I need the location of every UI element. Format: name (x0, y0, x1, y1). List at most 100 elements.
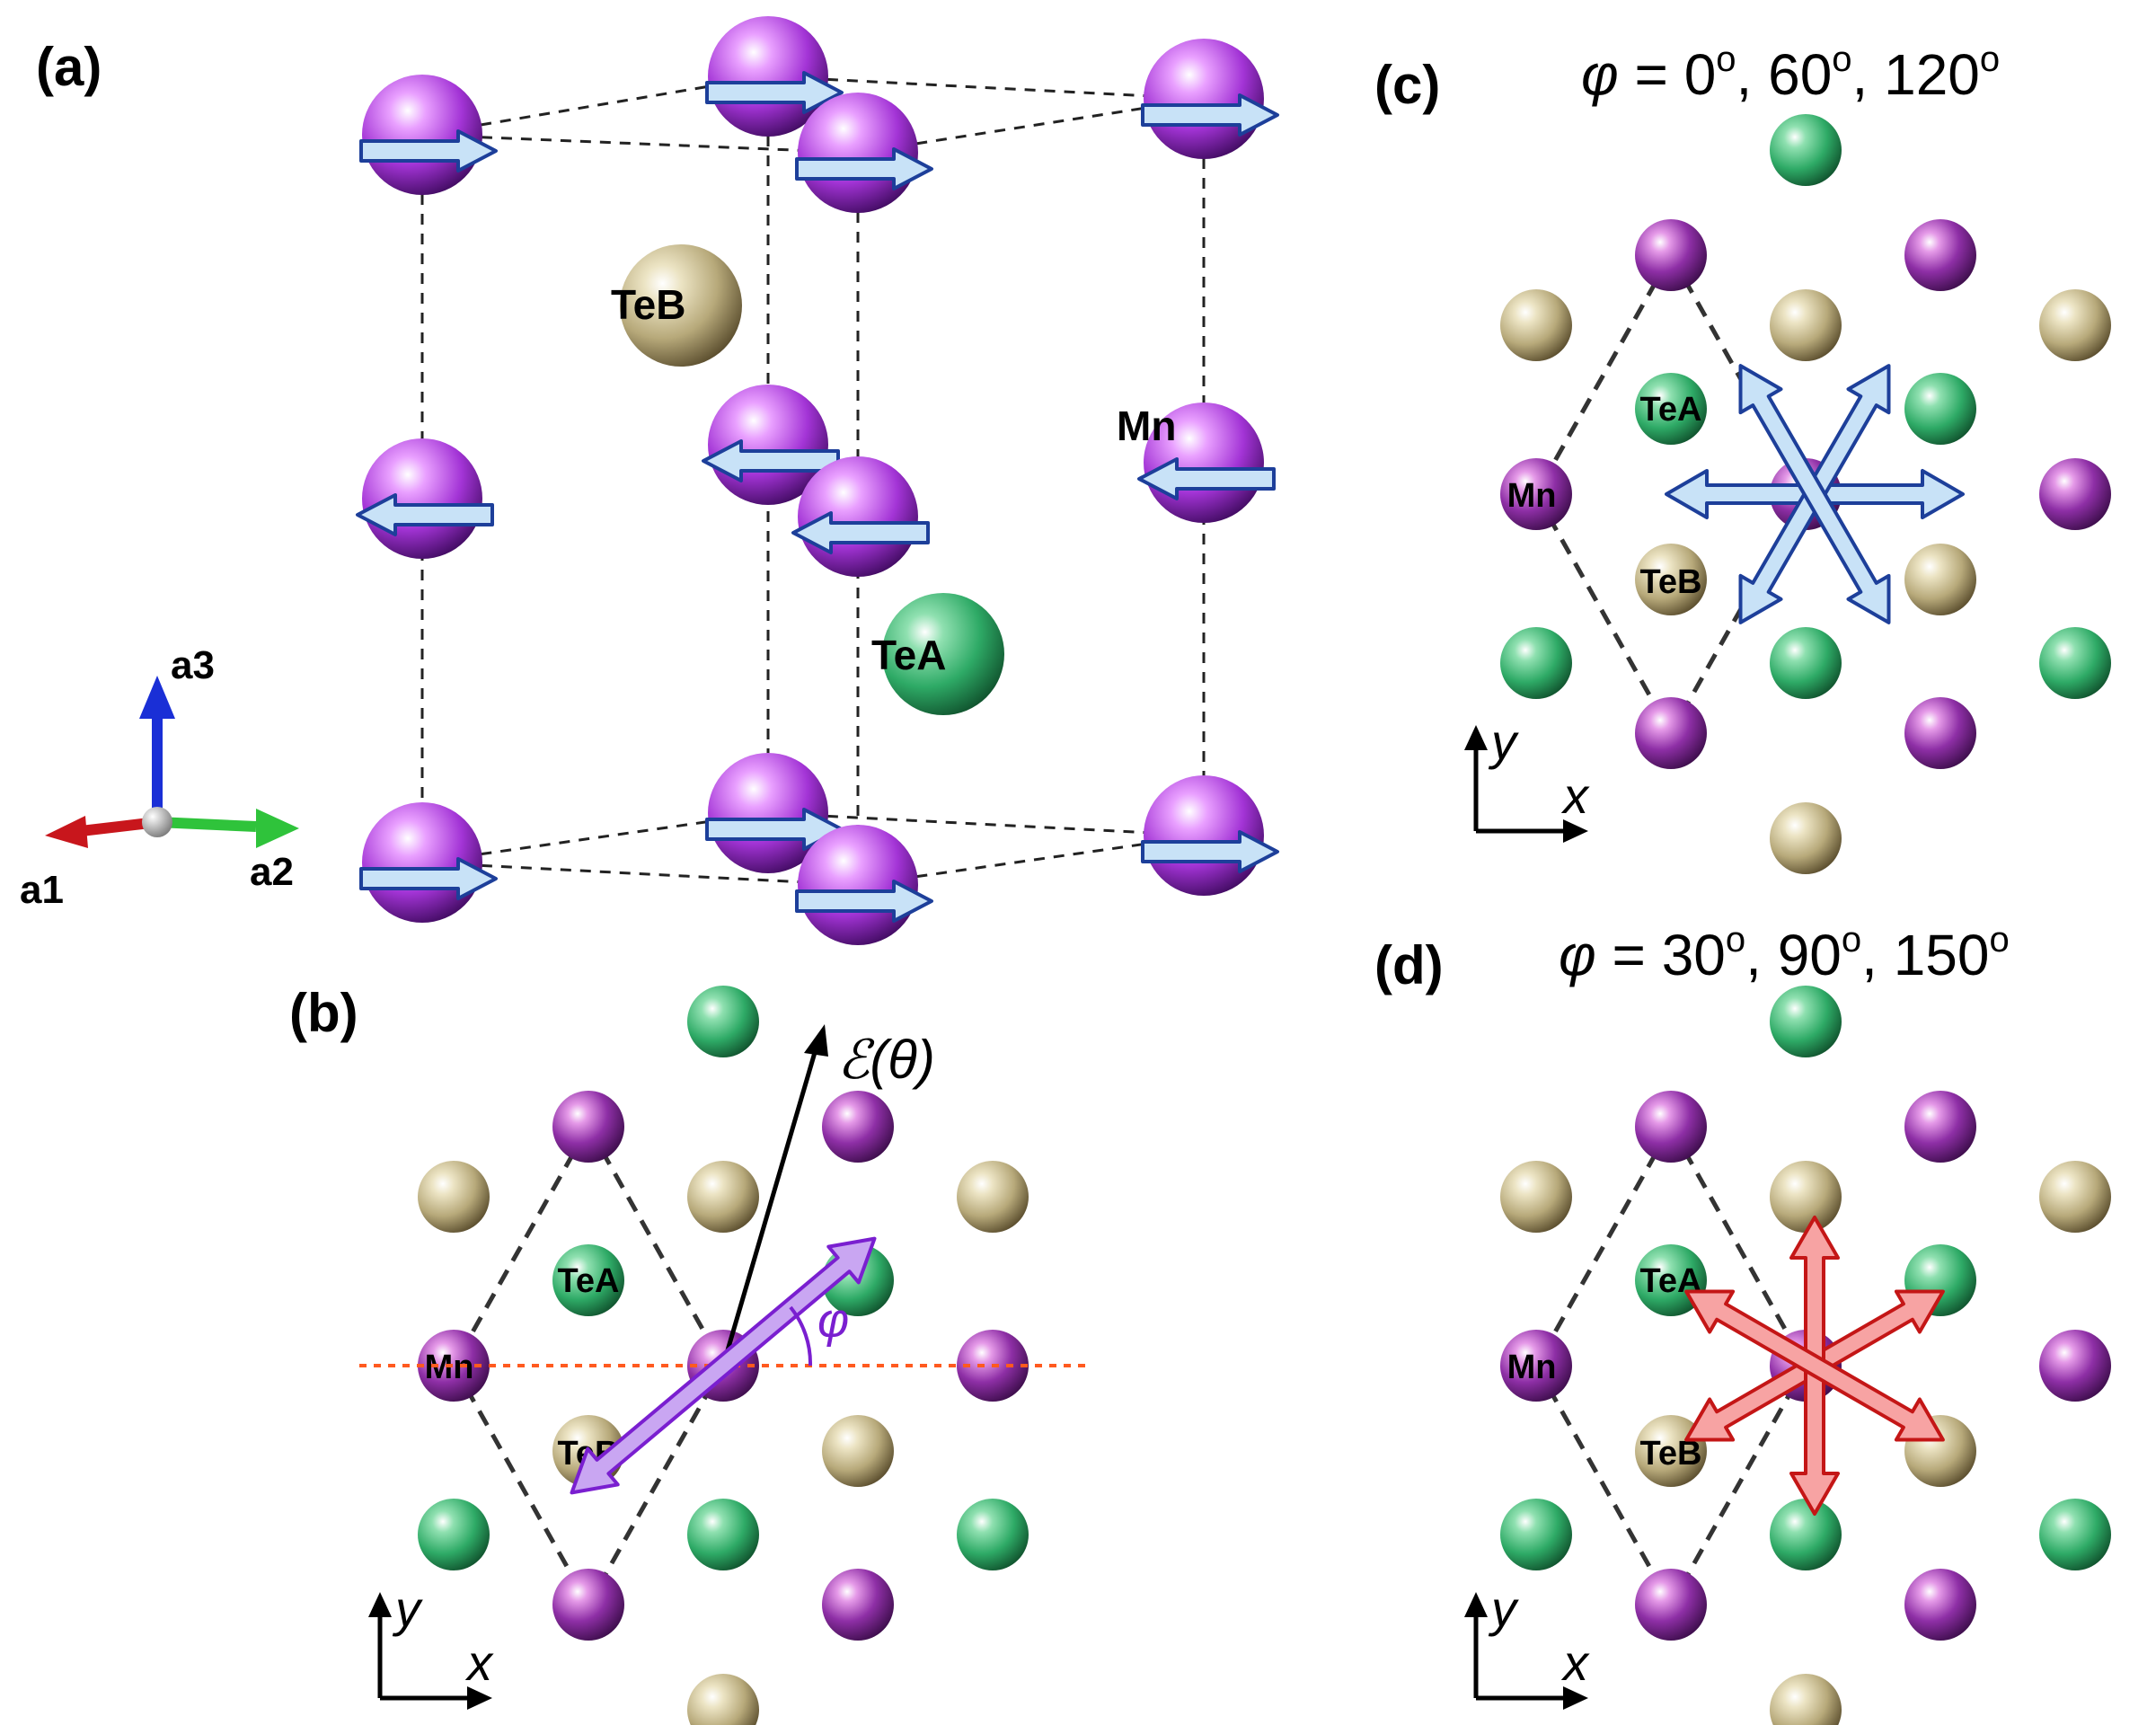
teb-atom (957, 1161, 1029, 1233)
tea-atom (1500, 1499, 1572, 1570)
tea-atom (1770, 114, 1842, 186)
mn-atom (2039, 1330, 2111, 1402)
a3-arrowhead (139, 676, 175, 719)
mn-atom (798, 825, 918, 945)
mn-atom (1635, 1091, 1707, 1163)
mn-atom (1635, 1569, 1707, 1641)
panel-b-label: (b) (289, 983, 358, 1043)
y-axis-label-d: y (1488, 1580, 1519, 1637)
unit-cell-diamond (1533, 1121, 1808, 1610)
mn-atom (2039, 458, 2111, 530)
tea-atom (687, 986, 759, 1057)
panel-c-title: φ = 0o, 60o, 120o (1581, 40, 2000, 107)
tea-atom (1500, 627, 1572, 699)
spin-arrow (795, 147, 933, 190)
phi-angle-label: φ (817, 1294, 849, 1348)
y-axis-label-c: y (1488, 713, 1519, 770)
teb-label: TeB (611, 281, 686, 328)
y-axis-label: y (392, 1580, 423, 1637)
mn-atom (1500, 458, 1572, 530)
panel-d-title: φ = 30o, 90o, 150o (1559, 920, 2010, 987)
tea-atom (1904, 373, 1976, 445)
teb-atom (2039, 289, 2111, 361)
mn-cell-label: Mn (1507, 477, 1557, 515)
spin-arrow (1141, 830, 1279, 873)
mn-atom (362, 438, 482, 559)
mn-atom (1904, 1569, 1976, 1641)
axis-origin (142, 807, 172, 837)
tea-atom (882, 593, 1004, 715)
mn-atom (1144, 39, 1264, 159)
mn-atom (798, 456, 918, 577)
teb-atom (822, 1415, 894, 1487)
unit-cell-atoms (356, 16, 1279, 945)
panel-d-xy-axes: y x (1464, 1580, 1590, 1710)
mn-atom (362, 802, 482, 923)
purple-double-arrow (570, 1236, 877, 1495)
panel-c-lattice: TeA TeB Mn (1500, 114, 2111, 874)
mn-atom (1500, 1330, 1572, 1402)
mn-atom (552, 1091, 624, 1163)
mn-atom (1635, 697, 1707, 769)
a1-label: a1 (20, 868, 64, 912)
teb-atom (1770, 289, 1842, 361)
mn-atom (1904, 697, 1976, 769)
spin-arrow (359, 129, 498, 172)
lattice-axes: a3 a1 a2 (20, 643, 299, 912)
mn-cell-label: Mn (1507, 1349, 1557, 1386)
panel-b-xy-axes: y x (368, 1580, 494, 1710)
panel-c-xy-axes: y x (1464, 713, 1590, 843)
teb-atom (1770, 1161, 1842, 1233)
teb-cell-label: TeB (1640, 563, 1702, 601)
mn-atom (822, 1091, 894, 1163)
tea-atom (687, 1499, 759, 1570)
tea-atom (552, 1244, 624, 1316)
tea-atom (1770, 986, 1842, 1057)
mn-atom (1144, 775, 1264, 896)
tea-cell-label: TeA (1640, 391, 1702, 429)
mn-atom (362, 75, 482, 195)
teb-atom (1500, 1161, 1572, 1233)
tea-cell-label: TeA (558, 1262, 620, 1300)
a2-arrowhead (256, 809, 299, 848)
panel-c-label: (c) (1374, 55, 1440, 115)
x-axis-label: x (464, 1634, 494, 1691)
tea-atom (418, 1499, 490, 1570)
teb-atom (1500, 289, 1572, 361)
tea-atom (2039, 627, 2111, 699)
a3-label: a3 (171, 643, 215, 687)
mn-atom (1904, 1091, 1976, 1163)
phi-arc (789, 1305, 813, 1367)
teb-atom (1635, 544, 1707, 615)
tea-atom (957, 1499, 1029, 1570)
teb-atom (1770, 802, 1842, 874)
spin-arrow (356, 493, 494, 536)
mn-atom (708, 753, 828, 873)
teb-atom (1904, 544, 1976, 615)
teb-atom (2039, 1161, 2111, 1233)
panel-a: (a) TeB TeA Mn (20, 16, 1279, 945)
field-directions-star (1684, 1216, 1945, 1516)
mn-atom (798, 93, 918, 213)
field-direction-150 (1684, 1289, 1945, 1442)
x-axis-label-d: x (1560, 1634, 1590, 1691)
mn-atom (1635, 219, 1707, 291)
panel-c: (c) φ = 0o, 60o, 120o TeA TeB Mn y x (1374, 40, 2111, 874)
a1-arrowhead (45, 816, 88, 848)
teb-atom (1770, 1674, 1842, 1725)
teb-atom (418, 1161, 490, 1233)
field-label: ℰ(θ) (837, 1030, 935, 1090)
spin-arrow (359, 857, 498, 900)
spin-arrow (1137, 457, 1276, 500)
spin-directions-star (1665, 364, 1965, 624)
spin-arrow (795, 880, 933, 923)
teb-atom (687, 1674, 759, 1725)
tea-atom (1770, 627, 1842, 699)
mn-atom (552, 1569, 624, 1641)
spin-arrow (705, 71, 844, 114)
teb-atom (620, 244, 742, 367)
mn-atom (1904, 219, 1976, 291)
